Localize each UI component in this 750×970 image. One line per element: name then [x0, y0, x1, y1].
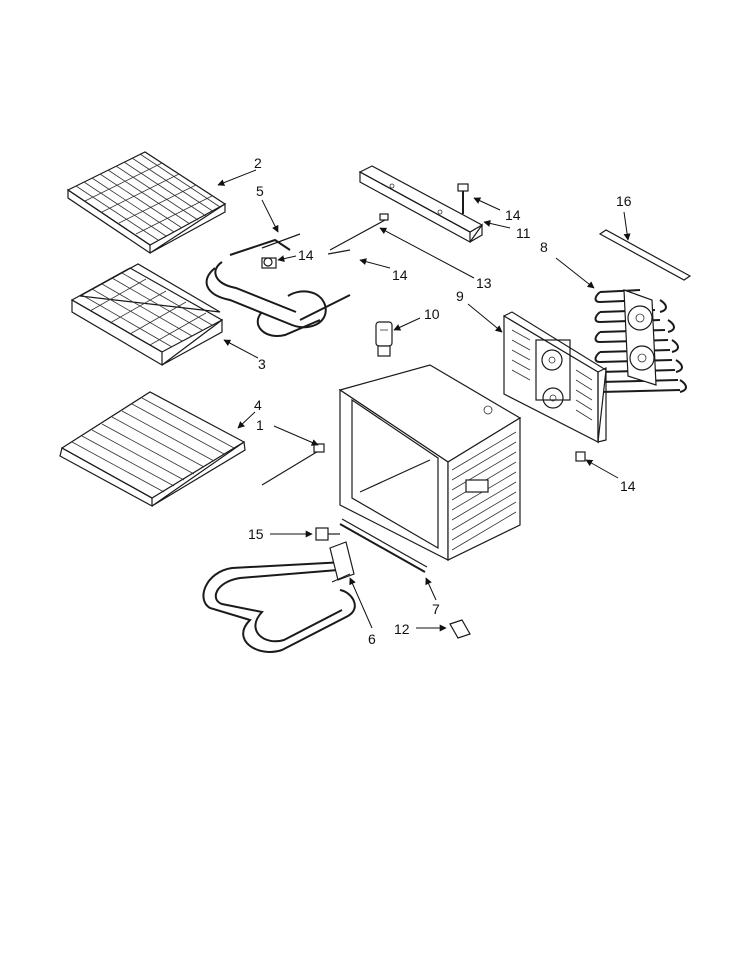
screw-back-panel: [575, 451, 586, 462]
flat-oven-rack: [59, 391, 246, 508]
convection-element-assembly: [594, 289, 687, 393]
callout-6: 6: [368, 631, 376, 647]
wire-clip: [449, 619, 471, 639]
upper-wire-rack: [66, 151, 227, 255]
callout-2: 2: [254, 155, 262, 171]
oven-cavity: [338, 364, 522, 561]
top-mounting-bracket: [358, 165, 484, 244]
leader-lines: [217, 169, 631, 632]
callout-10: 10: [424, 306, 440, 322]
callout-3: 3: [258, 356, 266, 372]
temperature-sensor: [261, 443, 325, 486]
extension-rack: [70, 263, 224, 367]
callout-5: 5: [256, 183, 264, 199]
callout-12: 12: [394, 621, 410, 637]
bake-element: [202, 541, 356, 653]
broil-element: [205, 233, 351, 337]
callout-8: 8: [540, 239, 548, 255]
callout-14-element: 14: [298, 247, 314, 263]
callout-13: 13: [476, 275, 492, 291]
screw-top-right: [457, 183, 469, 214]
callout-4: 4: [254, 397, 262, 413]
screw-element-right: [327, 249, 351, 255]
bake-element-fitting: [315, 527, 340, 541]
oven-light-socket: [375, 321, 393, 357]
callout-11: 11: [516, 225, 531, 241]
callout-1: 1: [256, 417, 264, 433]
callout-14-top: 14: [505, 207, 521, 223]
callout-14-probe: 14: [392, 267, 408, 283]
callout-7: 7: [432, 601, 440, 617]
insulation-tube: [339, 518, 428, 573]
vent-bracket-strip: [598, 229, 692, 281]
callout-9: 9: [456, 288, 464, 304]
oven-sensor-probe: [329, 213, 389, 251]
callout-16: 16: [616, 193, 632, 209]
rear-fan-panel: [503, 311, 607, 444]
callout-labels: 2 5 14 14 3 4 1 14 11 13 16 8 9 10 14 15…: [248, 155, 636, 647]
callout-14-back: 14: [620, 478, 636, 494]
callout-15: 15: [248, 526, 264, 542]
screw-element-left: [263, 257, 273, 267]
